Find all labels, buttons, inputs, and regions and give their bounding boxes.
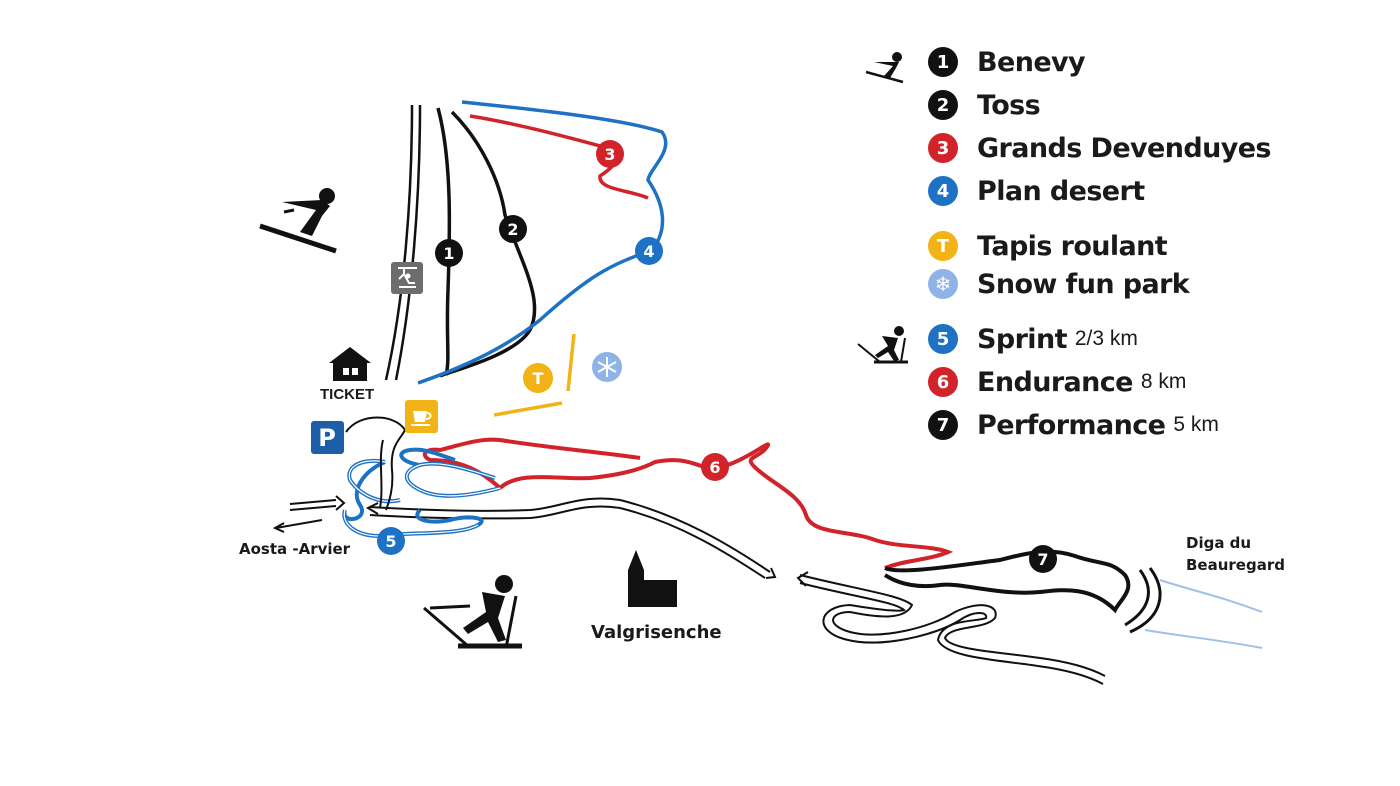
legend-dist-performance: 5 km bbox=[1173, 413, 1219, 436]
tapis-roulant-line bbox=[566, 333, 576, 392]
svg-text:5: 5 bbox=[385, 532, 396, 551]
legend-name-sprint: Sprint bbox=[977, 323, 1067, 355]
map-badge-2[interactable]: 2 bbox=[499, 215, 527, 243]
legend-item-tapis[interactable]: T Tapis roulant bbox=[928, 226, 1168, 266]
map-badge-3[interactable]: 3 bbox=[596, 140, 624, 168]
beauregard-label: Beauregard bbox=[1186, 556, 1285, 574]
access-road bbox=[369, 497, 1106, 685]
legend-badge-3: 3 bbox=[928, 133, 958, 163]
map-badge-5[interactable]: 5 bbox=[377, 527, 405, 555]
legend-name-performance: Performance bbox=[977, 409, 1166, 441]
svg-text:T: T bbox=[533, 369, 544, 388]
legend-name-tapis-roulant: Tapis roulant bbox=[977, 230, 1168, 262]
svg-text:3: 3 bbox=[604, 145, 615, 164]
map-badge-4[interactable]: 4 bbox=[635, 237, 663, 265]
legend-item-6[interactable]: 6 Endurance 8 km bbox=[928, 362, 1186, 402]
map-badge-1[interactable]: 1 bbox=[435, 239, 463, 267]
aosta-direction-arrows bbox=[272, 495, 379, 533]
trail-7-performance[interactable] bbox=[883, 549, 1131, 614]
legend-name-grands-devenduyes: Grands Devenduyes bbox=[977, 132, 1272, 164]
svg-text:6: 6 bbox=[709, 458, 720, 477]
legend-dist-sprint: 2/3 km bbox=[1074, 327, 1138, 350]
aosta-arvier-label: Aosta -Arvier bbox=[239, 540, 351, 558]
chairlift-icon bbox=[391, 262, 423, 294]
legend-name-plan-desert: Plan desert bbox=[977, 175, 1145, 207]
svg-text:7: 7 bbox=[1037, 550, 1048, 569]
map-badge-6[interactable]: 6 bbox=[701, 453, 729, 481]
legend-item-2[interactable]: 2 Toss bbox=[928, 85, 1041, 125]
legend-name-endurance: Endurance bbox=[977, 366, 1133, 398]
diga-du-label: Diga du bbox=[1186, 534, 1252, 552]
legend-item-7[interactable]: 7 Performance 5 km bbox=[928, 405, 1219, 445]
legend-dist-endurance: 8 km bbox=[1140, 370, 1187, 393]
legend-item-1[interactable]: 1 Benevy bbox=[928, 42, 1086, 82]
legend-badge-1: 1 bbox=[928, 47, 958, 77]
parking-path bbox=[345, 416, 407, 511]
legend-badge-4: 4 bbox=[928, 176, 958, 206]
alpine-skier-icon bbox=[259, 188, 337, 254]
svg-text:P: P bbox=[318, 424, 336, 452]
legend-badge-tapis: T bbox=[928, 231, 958, 261]
legend-item-3[interactable]: 3 Grands Devenduyes bbox=[928, 128, 1272, 168]
legend-item-snow-fun-park[interactable]: ❄ Snow fun park bbox=[928, 264, 1190, 304]
legend-snowflake-icon: ❄ bbox=[928, 269, 958, 299]
map-badge-tapis[interactable]: T bbox=[523, 363, 553, 393]
legend-name-toss: Toss bbox=[977, 89, 1041, 121]
svg-text:1: 1 bbox=[443, 244, 454, 263]
snow-fun-park-line bbox=[493, 401, 563, 417]
dam-structure bbox=[1124, 567, 1162, 634]
legend-badge-7: 7 bbox=[928, 410, 958, 440]
map-badge-7[interactable]: 7 bbox=[1029, 545, 1057, 573]
nordic-skier-icon bbox=[423, 575, 522, 649]
coffee-cup-icon bbox=[405, 400, 438, 433]
legend-badge-2: 2 bbox=[928, 90, 958, 120]
snowflake-icon[interactable] bbox=[592, 352, 622, 382]
piste-2-toss[interactable] bbox=[439, 110, 537, 378]
stream-lines bbox=[1144, 579, 1263, 649]
legend-alpine-skier-icon bbox=[865, 52, 904, 84]
trail-6-endurance[interactable] bbox=[422, 437, 954, 570]
church-icon bbox=[628, 550, 677, 607]
svg-text:2: 2 bbox=[507, 220, 518, 239]
legend-item-4[interactable]: 4 Plan desert bbox=[928, 171, 1145, 211]
legend-nordic-skier-icon bbox=[857, 326, 908, 364]
legend-item-5[interactable]: 5 Sprint 2/3 km bbox=[928, 319, 1138, 359]
legend-badge-5: 5 bbox=[928, 324, 958, 354]
ticket-house-icon bbox=[329, 347, 371, 381]
legend-badge-6: 6 bbox=[928, 367, 958, 397]
piste-1-benevy[interactable] bbox=[436, 107, 452, 376]
legend-name-benevy: Benevy bbox=[977, 46, 1086, 78]
chairlift-line bbox=[384, 104, 422, 381]
parking-icon: P bbox=[311, 421, 344, 454]
ticket-label: TICKET bbox=[320, 386, 375, 403]
legend-name-snow-fun-park: Snow fun park bbox=[977, 268, 1190, 300]
svg-text:4: 4 bbox=[643, 242, 654, 261]
piste-4-plan-desert[interactable] bbox=[417, 100, 668, 385]
valgrisenche-label: Valgrisenche bbox=[591, 622, 722, 643]
